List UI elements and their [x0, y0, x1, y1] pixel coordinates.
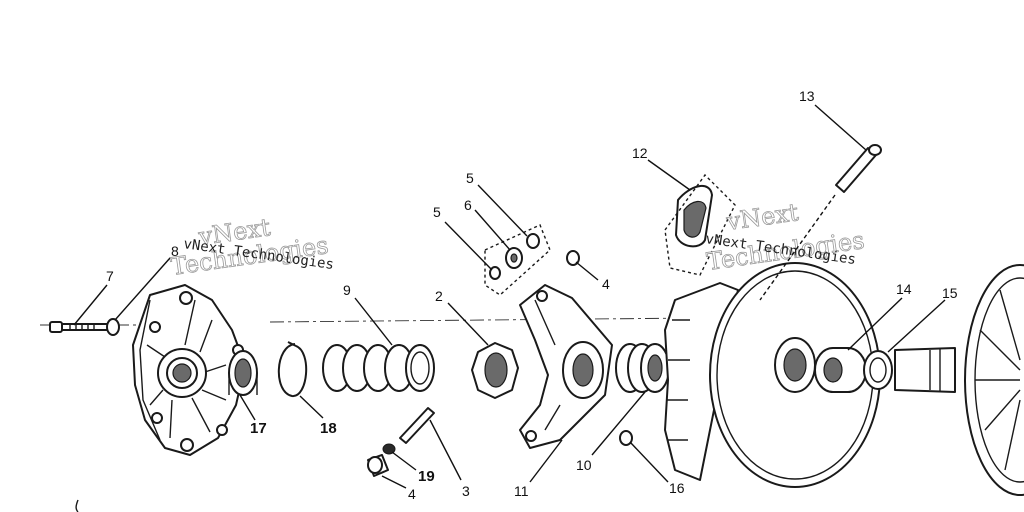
- callout-16: 16: [669, 480, 685, 496]
- watermark-left: vNext Technologies vNext Technologies: [169, 213, 335, 282]
- fixed-sheave: [894, 264, 1024, 496]
- callout-9: 9: [343, 282, 351, 298]
- part-10-bushing: [615, 343, 670, 393]
- leader-10: [591, 391, 646, 456]
- part-3-pin: [399, 407, 435, 444]
- callout-6: 6: [464, 197, 472, 213]
- center-axis: [40, 317, 701, 326]
- part-4-roller-lower: [367, 454, 389, 477]
- part-14-bushing: [814, 347, 867, 393]
- callout-11: 11: [514, 483, 529, 499]
- callout-2: 2: [435, 288, 443, 304]
- roller-bracket-outline: [484, 224, 551, 296]
- leader-13-axis: [759, 194, 836, 301]
- part-13-bolt: [835, 144, 882, 193]
- leader-14: [847, 297, 903, 351]
- leader-4-upper: [575, 261, 599, 281]
- callout-5-left: 5: [433, 204, 441, 220]
- leader-19: [391, 451, 417, 471]
- callout-4-lower: 4: [408, 486, 416, 502]
- part-8-washer: [106, 318, 120, 336]
- callout-7: 7: [106, 268, 114, 284]
- part-17-cover-plate: [132, 284, 258, 456]
- part-7-bolt: [49, 321, 115, 333]
- part-19-washer: [382, 443, 396, 455]
- callout-12: 12: [632, 145, 648, 161]
- leader-5-right: [477, 184, 528, 237]
- part-11-spider: [519, 284, 613, 449]
- callout-15: 15: [942, 285, 958, 301]
- leader-18: [299, 395, 324, 419]
- part-9-spring: [322, 344, 435, 392]
- stray-mark: [75, 499, 79, 512]
- part-5-roller-right: [526, 233, 540, 249]
- callout-17: 17: [250, 420, 267, 437]
- callout-3: 3: [462, 483, 470, 499]
- callout-14: 14: [896, 281, 912, 297]
- callout-5-right: 5: [466, 170, 474, 186]
- part-2-nut: [471, 342, 519, 399]
- part-5-roller-left: [489, 266, 501, 280]
- part-16-bolt-head: [619, 430, 633, 446]
- callout-10: 10: [576, 457, 592, 473]
- callout-13: 13: [799, 88, 815, 104]
- leader-6: [474, 209, 511, 251]
- moveable-sheave: [664, 262, 881, 488]
- callout-4-upper: 4: [602, 276, 610, 292]
- leader-4-lower: [381, 475, 407, 489]
- part-6-roller: [505, 247, 523, 269]
- leader-9: [354, 297, 393, 346]
- callout-19: 19: [418, 468, 435, 485]
- leader-8: [114, 257, 171, 321]
- leader-11: [529, 439, 563, 483]
- leader-3: [429, 419, 462, 481]
- svg-text:vNext: vNext: [724, 198, 800, 236]
- leader-2: [447, 302, 489, 346]
- leader-5-left: [444, 221, 493, 271]
- part-4-roller-upper: [566, 250, 580, 266]
- leader-13: [814, 104, 867, 151]
- part-18-snap-ring: [277, 341, 308, 397]
- leader-17: [239, 394, 256, 421]
- leader-7: [73, 284, 108, 326]
- callout-8: 8: [171, 243, 179, 259]
- leader-16: [629, 441, 669, 483]
- part-12-shim: [664, 173, 736, 276]
- leader-12: [647, 159, 691, 191]
- callout-18: 18: [320, 420, 337, 437]
- part-15-washer: [863, 350, 893, 390]
- leader-15: [887, 299, 946, 353]
